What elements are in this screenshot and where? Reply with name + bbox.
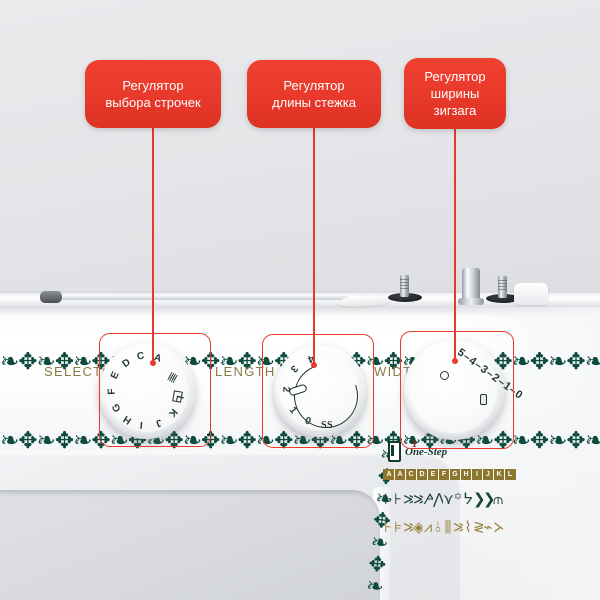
machine-top-edge: [0, 291, 600, 297]
stitch-letter-cell: E: [428, 469, 439, 480]
stitch-pattern-glyph: ᗅ: [423, 490, 433, 508]
highlight-box-length: [262, 334, 374, 448]
stitch-pattern-glyph: ⋎: [443, 490, 453, 508]
stitch-pattern-glyph: ❯: [483, 487, 493, 511]
stitch-letter-cell: J: [483, 469, 494, 480]
leader-dot-selector: [150, 360, 156, 366]
highlight-box-selector: [99, 333, 211, 447]
spool-felt-left: [388, 293, 422, 302]
stitch-pattern-glyph: ⫰: [434, 518, 442, 536]
stitch-pattern-glyph: ⩘: [423, 518, 433, 536]
callout-width-text: Регулятор ширины зигзага: [424, 68, 485, 119]
callout-line: длины стежка: [272, 95, 356, 110]
stitch-pattern-glyph: ᔭ: [463, 490, 473, 508]
stitch-letter-cell: L: [507, 471, 513, 478]
stitch-letter-cell: C: [406, 469, 417, 480]
stitch-letter-cell: K: [494, 469, 505, 480]
orn-v-glyph: ❧: [365, 573, 386, 600]
stitch-pattern-glyph: ⋙: [403, 515, 413, 539]
stitch-letter-cell: D: [417, 469, 428, 480]
callout-line: ширины: [430, 86, 480, 101]
callout-line: Регулятор: [283, 78, 345, 93]
zigzag-width-dot-icon: [440, 371, 449, 380]
stitch-pattern-glyph: ≷: [473, 518, 483, 536]
stitch-pattern-glyph: ◈: [413, 518, 423, 536]
leader-line-selector: [152, 128, 154, 363]
stitch-length-ss-label: SS: [320, 420, 334, 431]
stitch-pattern-glyph: ⫼: [444, 518, 452, 536]
spool-post-left: [400, 275, 409, 297]
callout-line: Регулятор: [122, 78, 184, 93]
stitch-pattern-glyph: ⫙: [493, 490, 503, 508]
leader-line-length: [313, 128, 315, 365]
stitch-pattern-glyph: ⊦: [394, 490, 402, 508]
stitch-pattern-glyph: ⋙: [453, 515, 463, 539]
stitch-pattern-glyph: ⋙: [413, 487, 423, 511]
callout-length[interactable]: Регулятор длины стежка: [247, 60, 381, 128]
stitch-pattern-glyph: ⊦: [384, 518, 392, 536]
spool-felt-right: [486, 294, 520, 303]
free-arm-recess-inner: [0, 490, 380, 600]
handwheel-cap[interactable]: [514, 283, 548, 305]
stitch-pattern-row-1: ⊦⊦⋙⋙ᗅ⋀⋎꙳ᔭ❯❯⫙: [383, 487, 503, 511]
stitch-letter-cell: F: [439, 469, 450, 480]
callout-width[interactable]: Регулятор ширины зигзага: [404, 58, 506, 129]
stitch-letter-cell: G: [450, 469, 461, 480]
stitch-pattern-glyph: ⊧: [394, 518, 402, 536]
callout-line: зигзага: [433, 103, 477, 118]
spool-post-right: [498, 276, 507, 298]
stitch-letter-cell: A: [395, 469, 406, 480]
leader-line-width: [454, 129, 456, 361]
highlight-box-width: [400, 331, 514, 449]
callout-line: Регулятор: [424, 69, 486, 84]
stitch-letter-cell: A: [384, 469, 395, 480]
one-step-superscript: 1: [412, 437, 418, 450]
stitch-pattern-glyph: ⊦: [384, 490, 392, 508]
callout-line: выбора строчек: [105, 95, 201, 110]
spool-pin-right[interactable]: [486, 276, 520, 304]
stitch-pattern-glyph: ꙳: [453, 490, 463, 508]
spool-pin-left[interactable]: [388, 275, 422, 303]
stitch-pattern-glyph: ⌇: [464, 518, 472, 536]
stitch-pattern-glyph: ⋋: [493, 518, 503, 536]
stitch-pattern-glyph: ⋀: [433, 490, 443, 508]
machine-front-shadow: [0, 307, 600, 317]
callout-selector-text: Регулятор выбора строчек: [105, 77, 200, 111]
leader-dot-width: [452, 358, 458, 364]
stitch-pattern-glyph: ⋙: [403, 487, 413, 511]
label-length: LENGTH: [215, 364, 276, 379]
stitch-pattern-glyph: ❯: [473, 487, 483, 511]
stitch-pattern-row-2: ⊦⊧⋙◈⩘⫰⫼⋙⌇≷⌁⋋: [383, 515, 503, 539]
leader-dot-length: [311, 362, 317, 368]
stitch-letter-cell: H: [461, 469, 472, 480]
zigzag-width-tab-icon: [480, 394, 487, 405]
callout-length-text: Регулятор длины стежка: [272, 77, 356, 111]
bobbin-winder-spindle[interactable]: [458, 268, 484, 305]
callout-selector[interactable]: Регулятор выбора строчек: [85, 60, 221, 128]
stitch-letter-cell: I: [472, 469, 483, 480]
stitch-pattern-glyph: ⌁: [483, 518, 493, 536]
buttonhole-icon: [388, 441, 401, 462]
presser-foot-lifter-bar: [48, 295, 348, 300]
left-tension-knob[interactable]: [40, 291, 62, 303]
